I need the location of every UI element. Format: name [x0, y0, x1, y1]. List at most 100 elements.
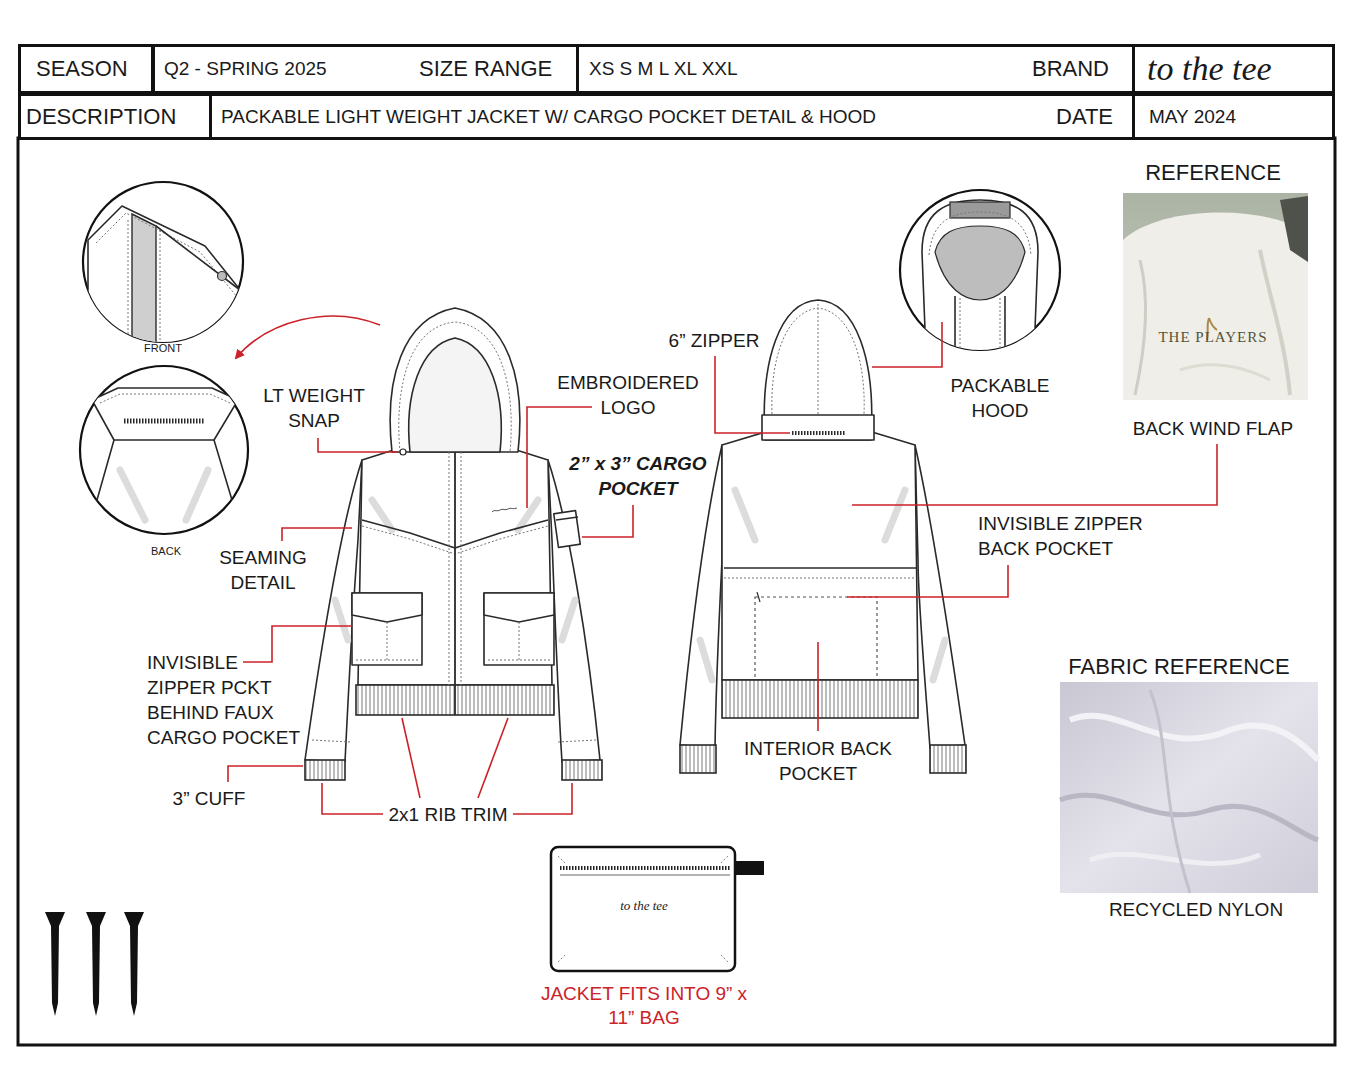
back-jacket-part [762, 415, 874, 440]
hood-detail-part-part [935, 226, 1025, 300]
front-collar-detail-part [218, 272, 227, 281]
back-jacket-part [792, 431, 846, 435]
back-jacket-part [818, 304, 819, 414]
leader-lines-part [228, 766, 303, 782]
front-jacket-part [312, 740, 350, 742]
front-collar-detail-part-part [88, 206, 245, 345]
front-jacket-part [461, 452, 462, 685]
back-collar-detail [80, 366, 250, 560]
reference-photo-part [1180, 365, 1270, 380]
front-jacket-part [488, 622, 550, 660]
back-jacket-part [680, 445, 722, 748]
front-jacket-part [556, 517, 578, 520]
bag-zipper-tape [560, 875, 730, 876]
leader-lines-part [852, 444, 1217, 505]
callout-label: LT WEIGHT SNAP [254, 383, 374, 433]
leader-lines-part [318, 438, 398, 452]
front-jacket-part [352, 593, 422, 622]
front-jacket-part [352, 593, 422, 665]
header-field-name: SIZE RANGE [419, 47, 552, 91]
golf-tees [45, 912, 144, 1016]
sheet-frame-part [18, 138, 1335, 1045]
dimension-label: 3” CUFF [173, 786, 246, 811]
back-jacket-part [722, 432, 918, 680]
leader-lines-part [236, 316, 380, 358]
bag-logo-text: to the tee [548, 898, 740, 914]
bag-caption: JACKET FITS INTO 9” x 11” BAG [538, 982, 750, 1030]
back-jacket-part [722, 680, 918, 718]
back-jacket-part [772, 308, 864, 414]
header-text: Q2 - SPRING 2025 [164, 47, 327, 91]
leader-lines-part [582, 505, 633, 537]
header-text: MAY 2024 [1149, 96, 1236, 137]
header-cell: PACKABLE LIGHT WEIGHT JACKET W/ CARGO PO… [209, 93, 1135, 140]
callout-label: INVISIBLE ZIPPER BACK POCKET [978, 511, 1150, 561]
header-text: PACKABLE LIGHT WEIGHT JACKET W/ CARGO PO… [221, 96, 876, 137]
leader-lines [228, 316, 1217, 814]
reference-photo-part [1260, 250, 1290, 395]
back-jacket-part [885, 490, 905, 540]
header-cell: DESCRIPTION [18, 93, 212, 140]
packing-bag: to the teeJACKET FITS INTO 9” x 11” BAG [548, 844, 740, 1032]
front-collar-detail-part-part [132, 214, 156, 345]
callout-label: INVISIBLE ZIPPER PCKT BEHIND FAUX CARGO … [147, 650, 307, 750]
front-collar-detail [83, 182, 245, 345]
header-text: SEASON [36, 47, 128, 91]
header-cell: XS S M L XL XXLBRAND [576, 44, 1135, 94]
header-text: to the tee [1147, 47, 1272, 91]
header-cell: SEASON [18, 44, 154, 94]
fabric-swatch-part [1060, 682, 1318, 893]
header-text: DESCRIPTION [26, 96, 176, 137]
leader-lines-part [847, 565, 1008, 597]
leader-lines-part [402, 718, 420, 798]
view-label: BACK [151, 544, 181, 558]
sheet-frame [18, 138, 1335, 1045]
hood-detail-part-part [922, 200, 1038, 355]
back-collar-detail-part [80, 366, 248, 534]
fabric-swatch-part [1070, 716, 1318, 760]
back-collar-detail-part-part [186, 470, 208, 520]
hood-detail-part [922, 200, 1038, 355]
front-jacket-part [390, 308, 520, 452]
front-jacket-part [554, 511, 581, 548]
leader-lines-part [322, 783, 383, 814]
back-jacket-part [724, 567, 916, 569]
back-collar-detail-part-part [120, 470, 145, 520]
front-jacket-part [558, 740, 596, 742]
leader-lines-part [513, 783, 572, 814]
front-jacket-part [400, 449, 406, 455]
back-jacket-part [757, 592, 760, 602]
reference-photo-part [1123, 193, 1308, 400]
fabric-swatch-part [1060, 795, 1318, 840]
header-field-name: DATE [1056, 96, 1113, 137]
bag-zipper-pull [734, 861, 764, 875]
hood-detail-part-part [929, 212, 1031, 255]
golf-tees-part [86, 912, 106, 1016]
header-cell: Q2 - SPRING 2025 SIZE RANGE [152, 44, 579, 94]
front-jacket-part [335, 600, 348, 640]
fabric-swatch [1060, 682, 1318, 893]
leader-lines-part [478, 718, 508, 798]
back-jacket-part [735, 490, 755, 540]
back-jacket-part [755, 597, 877, 689]
fabric-label: RECYCLED NYLON [1109, 897, 1283, 922]
section-heading: REFERENCE [1145, 158, 1281, 187]
hood-detail [900, 190, 1060, 355]
back-collar-detail-part-part [124, 419, 204, 424]
front-jacket-part [562, 600, 575, 640]
photo-text: THE PLAYERS [1158, 327, 1267, 347]
front-jacket-part [562, 760, 602, 780]
back-jacket-part [930, 745, 966, 773]
header-cell: to the tee [1132, 44, 1335, 94]
callout-label: BACK WIND FLAP [1133, 416, 1293, 441]
front-jacket-part [492, 508, 517, 512]
front-jacket-part [548, 460, 600, 762]
back-collar-detail-part-part [80, 440, 250, 560]
fabric-swatch-part [1090, 854, 1260, 863]
hood-detail-part-part [960, 298, 1000, 355]
back-collar-detail-part-part [92, 388, 238, 440]
front-jacket-part [484, 593, 554, 665]
callout-label: PACKABLE HOOD [942, 373, 1058, 423]
leader-lines-part [872, 322, 942, 367]
